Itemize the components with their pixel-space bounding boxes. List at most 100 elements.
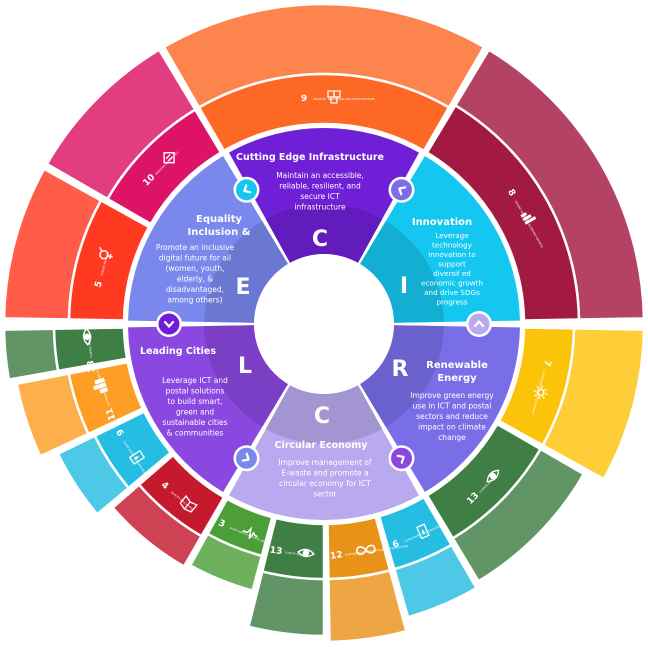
equality-icon: [163, 152, 175, 164]
segment-body-line: sectors and reduce: [416, 412, 488, 421]
segment-body-line: change: [438, 433, 466, 442]
chevron-arrow-icon: [233, 176, 260, 203]
segment-body-line: economic growth: [421, 279, 483, 288]
segment-body-line: elderly, &: [177, 275, 213, 284]
sdg-outer-band: [247, 569, 326, 638]
heartbeat-icon: [242, 526, 258, 540]
segment-body-line: Improve management of: [278, 458, 371, 467]
segment-body-line: progress: [436, 298, 467, 307]
segment-c2: [228, 385, 420, 520]
segment-body-line: digital future for all: [159, 254, 231, 263]
segment-title: Cutting Edge Infrastructure: [236, 152, 384, 163]
segment-letter: L: [238, 354, 252, 379]
segment-body-line: green and: [176, 408, 214, 417]
eye-globe-icon: [486, 469, 500, 483]
segment-c1: [228, 127, 420, 263]
sdg-label: INDUSTRY, INNOVATION AND INFRASTRUCTURE: [313, 97, 375, 101]
segment-body-line: & communities: [167, 429, 224, 438]
segment-body-line: among others): [167, 296, 222, 305]
segment-body-line: Leverage: [435, 231, 469, 240]
growth-chart-icon: [520, 212, 537, 225]
segment-letter: C: [312, 227, 328, 252]
sdg-inner-band: [425, 103, 581, 322]
segment-l-inner-wedge: [204, 325, 288, 427]
sdg-label: CLIMATE ACTION: [285, 550, 307, 557]
segment-body-line: (women, youth,: [166, 264, 225, 273]
segment-title: Circular Economy: [275, 440, 369, 451]
segment-letter: R: [392, 357, 409, 382]
segment-body-line: Promote an inclusive: [156, 243, 235, 252]
sdg-outer-band: [2, 327, 60, 382]
segment-body-line: sustainable cities: [162, 418, 227, 427]
sdg-inner-band: [197, 72, 451, 153]
sdg-number: 6: [113, 428, 125, 439]
sdg-number: 3: [217, 518, 227, 530]
segment-body-line: Leverage ICT and: [162, 376, 228, 385]
segment-body-line: secure ICT: [300, 192, 340, 201]
arrows-layer: [156, 176, 492, 472]
sdg-number: 4: [159, 480, 170, 492]
segment-body-line: Improve green energy: [410, 391, 494, 400]
segment-body-line: and drive SDGs: [424, 288, 480, 297]
sun-icon: [533, 385, 548, 400]
segment-letter: C: [314, 404, 330, 429]
sdg-number: 13: [269, 546, 283, 557]
segment-e-inner-wedge: [204, 221, 288, 323]
segment-title: Energy: [437, 373, 477, 384]
segment-body-line: technology: [432, 241, 473, 250]
segment-body-line: support: [438, 260, 466, 269]
segment-title: Renewable: [426, 360, 488, 371]
segment-title: Innovation: [412, 217, 472, 228]
chevron-arrow-icon: [466, 311, 492, 337]
sdg-inner-band: [205, 497, 274, 558]
segment-body-line: diversif ed: [433, 269, 471, 278]
sdg-inner-band: [105, 107, 223, 226]
sdg-label: CLIMATE ACTION: [87, 336, 93, 358]
sdg-inner-band: [377, 495, 454, 571]
segment-body-line: sector: [313, 490, 337, 499]
segment-body-line: Maintain an accessible,: [276, 171, 364, 180]
sdg-label-group: 13 CLIMATE ACTION: [82, 327, 98, 373]
segment-body-line: infrastructure: [294, 203, 346, 212]
sdg-number: 13: [86, 360, 97, 373]
segment-body-line: to build smart,: [168, 397, 223, 406]
sdg-inner-band: [497, 326, 576, 447]
sdg-inner-band: [93, 410, 173, 490]
sdg-number: 7: [541, 359, 552, 368]
chevron-arrow-icon: [156, 311, 182, 337]
sdg-sdg13a-segment: 13 CLIMATE ACTION: [2, 326, 129, 382]
eye-globe-icon: [296, 548, 315, 558]
segment-title: Inclusion &: [188, 227, 251, 238]
sdg-outer-band: [327, 568, 408, 644]
chevron-arrow-icon: [388, 176, 415, 203]
segment-title: Equality: [196, 214, 242, 225]
sdg-inner-band: [425, 422, 543, 541]
sdg-number: 8: [505, 188, 517, 198]
sdg-number: 5: [93, 280, 104, 289]
book-icon: [179, 494, 198, 513]
segment-body-line: impact on climate: [418, 423, 486, 432]
cubes-icon: [327, 90, 341, 104]
eye-globe-icon: [82, 327, 92, 346]
water-icon: [415, 523, 430, 540]
sdg-inner-band: [52, 326, 129, 373]
